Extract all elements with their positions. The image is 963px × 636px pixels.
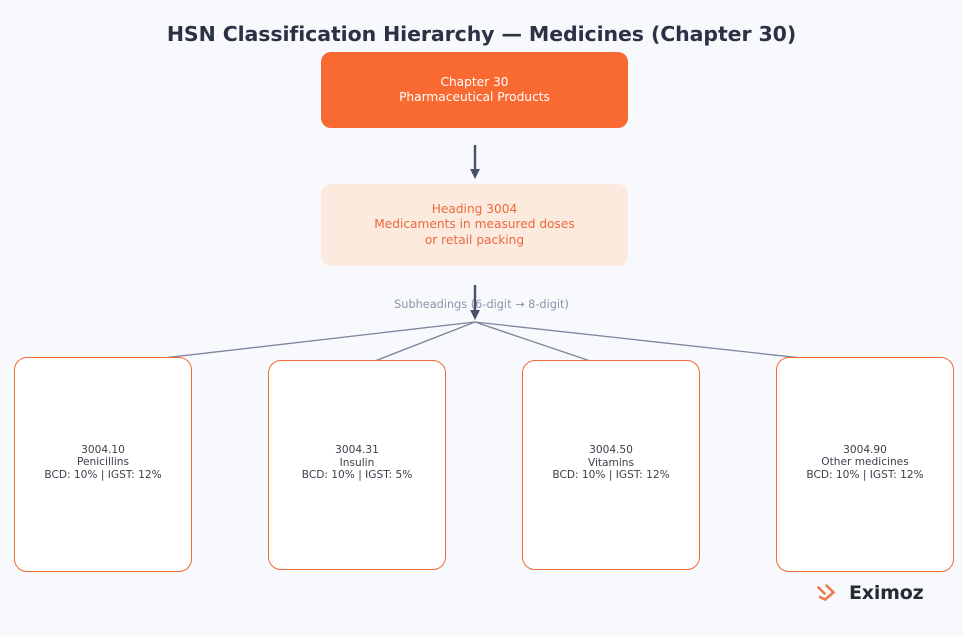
chapter-node-line2: Pharmaceutical Products <box>399 90 550 104</box>
leaf-name: Vitamins <box>587 456 635 469</box>
heading-node-line2: Medicaments in measured doses <box>374 217 575 232</box>
leaf-duties: BCD: 10% | IGST: 12% <box>44 468 162 481</box>
down-arrow-icon <box>470 145 480 179</box>
page-title: HSN Classification Hierarchy — Medicines… <box>166 22 797 46</box>
leaf-name: Insulin <box>339 456 375 469</box>
leaf-code: 3004.10 <box>81 443 125 456</box>
eximoz-swoosh-icon <box>817 584 835 601</box>
leaf-duties: BCD: 10% | IGST: 12% <box>552 469 670 482</box>
subheadings-caption: Subheadings (6-digit → 8-digit) <box>394 298 569 311</box>
leaf-code: 3004.90 <box>843 443 887 456</box>
leaf-card-text: 3004.50 Vitamins BCD: 10% | IGST: 12% <box>552 444 669 481</box>
leaf-card-3004-10[interactable]: 3004.10 Penicillins BCD: 10% | IGST: 12% <box>14 357 192 572</box>
leaf-name: Other medicines <box>821 456 909 469</box>
brand-logo: Eximoz <box>812 578 924 608</box>
brand-name: Eximoz <box>849 582 924 604</box>
leaf-name: Penicillins <box>76 456 130 469</box>
leaf-card-3004-50[interactable]: 3004.50 Vitamins BCD: 10% | IGST: 12% <box>522 360 700 570</box>
chapter-node-line1: Chapter 30 <box>440 74 509 89</box>
leaf-card-text: 3004.90 Other medicines BCD: 10% | IGST:… <box>806 444 923 481</box>
leaf-duties: BCD: 10% | IGST: 5% <box>301 469 413 482</box>
node-heading-3004[interactable]: Heading 3004 Medicaments in measured dos… <box>321 184 628 266</box>
leaf-duties: BCD: 10% | IGST: 12% <box>806 468 924 481</box>
heading-node-line3: or retail packing <box>424 232 525 247</box>
leaf-code: 3004.31 <box>335 444 379 457</box>
leaf-card-3004-31[interactable]: 3004.31 Insulin BCD: 10% | IGST: 5% <box>268 360 446 570</box>
leaf-card-text: 3004.31 Insulin BCD: 10% | IGST: 5% <box>302 444 413 481</box>
leaf-card-text: 3004.10 Penicillins BCD: 10% | IGST: 12% <box>44 444 161 481</box>
leaf-code: 3004.50 <box>589 444 633 457</box>
down-arrow-icon <box>470 285 480 320</box>
heading-node-line1: Heading 3004 <box>431 201 518 216</box>
node-chapter-30[interactable]: Chapter 30 Pharmaceutical Products <box>321 52 628 128</box>
leaf-card-3004-90[interactable]: 3004.90 Other medicines BCD: 10% | IGST:… <box>776 357 954 572</box>
